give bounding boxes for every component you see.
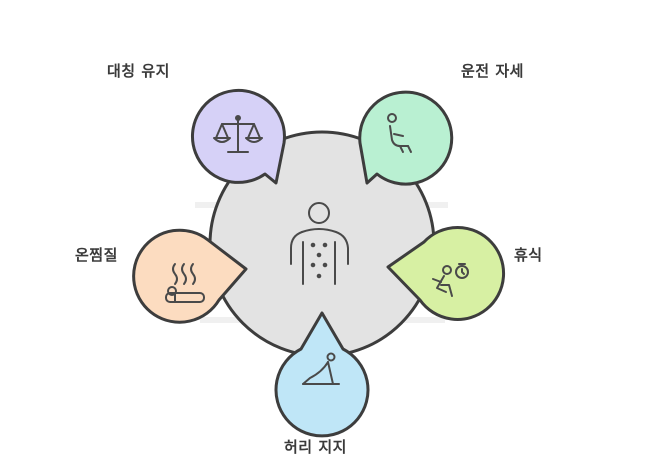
label-heat: 온찜질 <box>75 246 118 264</box>
petal-symmetry <box>190 88 286 185</box>
human-body-icon <box>290 202 349 285</box>
running-stopwatch-icon <box>432 263 469 297</box>
seated-posture-icon <box>387 113 412 153</box>
petal-heat <box>132 228 248 324</box>
heat-compress-icon <box>165 263 205 303</box>
petal-waist <box>274 311 370 438</box>
label-symmetry: 대칭 유지 <box>107 62 170 80</box>
label-waist: 허리 지지 <box>284 438 347 456</box>
petal-driving <box>358 90 454 186</box>
label-driving: 운전 자세 <box>461 62 524 80</box>
balance-scale-icon <box>213 115 263 153</box>
petal-rest <box>386 225 506 321</box>
lower-back-stretch-icon <box>302 352 340 385</box>
label-rest: 휴식 <box>514 246 543 264</box>
